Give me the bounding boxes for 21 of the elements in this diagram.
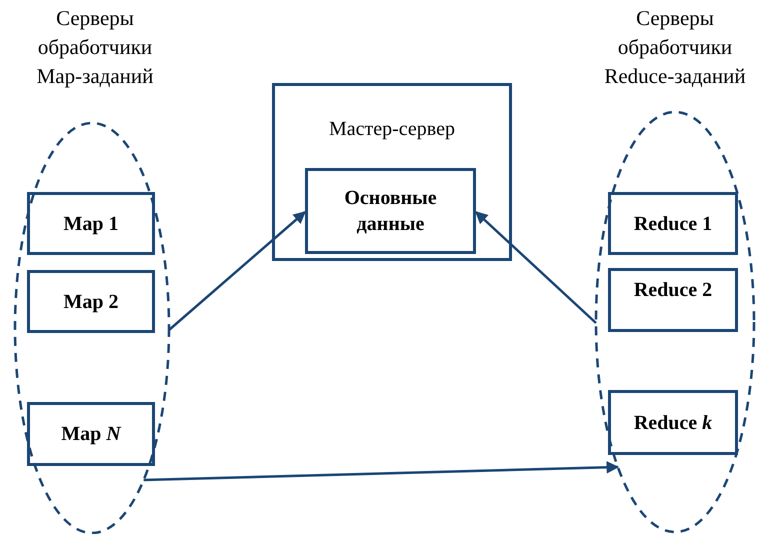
task-box <box>608 192 738 255</box>
task-box <box>608 390 738 455</box>
task-box <box>608 268 738 332</box>
arrow <box>144 461 620 482</box>
box-label: Основные данные <box>343 186 438 237</box>
server-box <box>272 83 512 261</box>
arrow <box>168 211 306 331</box>
box-label: Map N <box>60 422 122 447</box>
group-heading: Серверы обработчики Map-заданий <box>36 5 154 90</box>
box-label: Reduce 1 <box>632 212 714 236</box>
task-box <box>27 402 155 466</box>
task-box <box>27 270 155 333</box>
task-box <box>27 192 155 255</box>
box-label: Reduce 2 <box>632 278 714 303</box>
box-label: Reduce k <box>632 410 714 436</box>
box-label: Map 2 <box>62 290 120 314</box>
box-title: Мастер-сервер <box>328 117 456 142</box>
task-box <box>305 168 476 254</box>
group-heading: Серверы обработчики Reduce-заданий <box>603 5 747 90</box>
box-label: Map 1 <box>62 212 120 236</box>
arrow <box>475 211 597 324</box>
